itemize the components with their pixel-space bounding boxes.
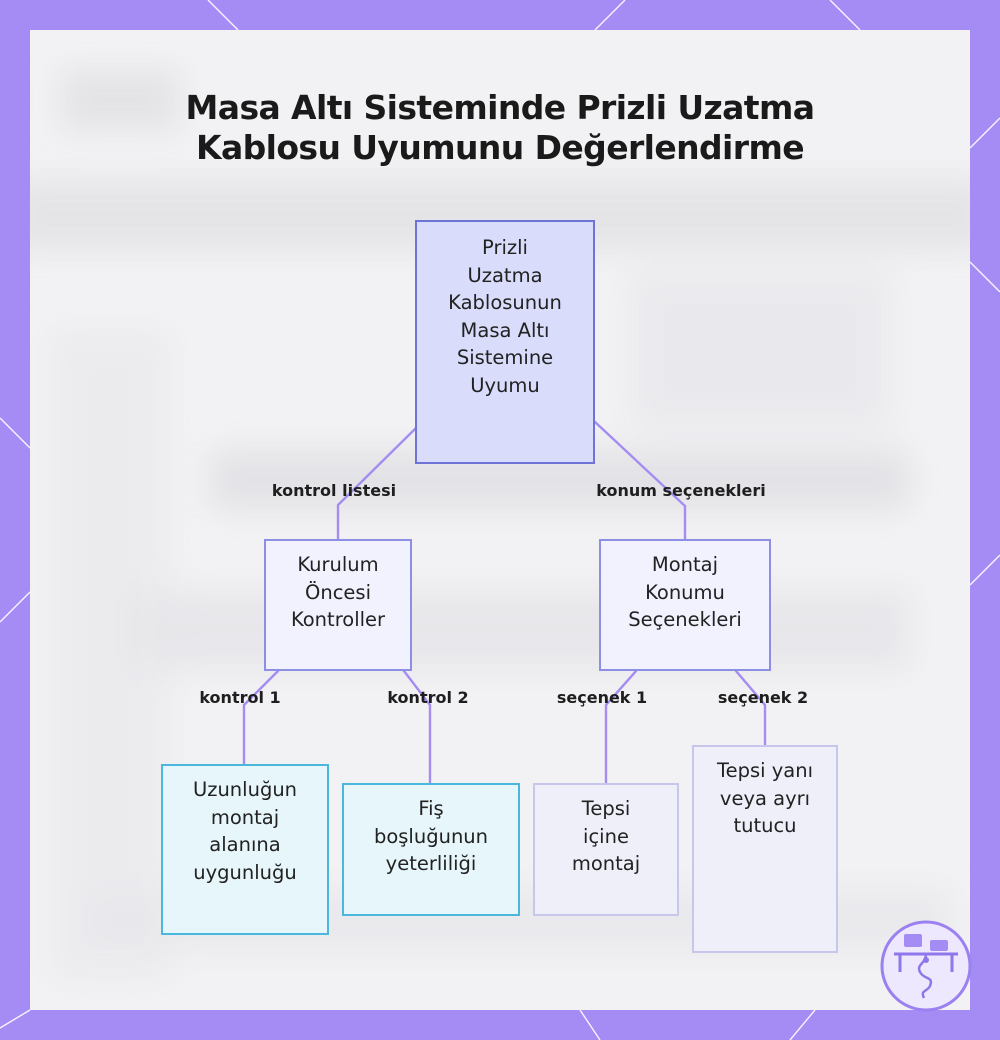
edge-label-check-2: kontrol 2 — [387, 688, 469, 707]
edge-mount-to-beside-tray — [734, 669, 767, 747]
edge-label-location-options: konum seçenekleri — [596, 481, 766, 500]
edge-root-to-mount-options — [593, 420, 687, 541]
title-line-2: Kablosu Uyumunu Değerlendirme — [195, 128, 805, 167]
diagram-panel: Masa Altı Sisteminde Prizli Uzatma Kablo… — [30, 30, 970, 1010]
edge-mount-to-in-tray — [604, 669, 638, 785]
edge-root-to-pre-install — [336, 426, 418, 541]
edge-label-option-1: seçenek 1 — [556, 688, 648, 707]
edge-label-check-1: kontrol 1 — [199, 688, 281, 707]
title-line-1: Masa Altı Sisteminde Prizli Uzatma — [185, 88, 815, 127]
edge-pre-install-to-plug — [402, 669, 432, 785]
diagram-title: Masa Altı Sisteminde Prizli Uzatma Kablo… — [30, 88, 970, 168]
edge-label-checklist: kontrol listesi — [271, 481, 397, 500]
edge-label-option-2: seçenek 2 — [717, 688, 809, 707]
edge-pre-install-to-length — [242, 669, 280, 766]
desk-cable-icon — [880, 920, 972, 1012]
connector-lines — [242, 420, 767, 785]
